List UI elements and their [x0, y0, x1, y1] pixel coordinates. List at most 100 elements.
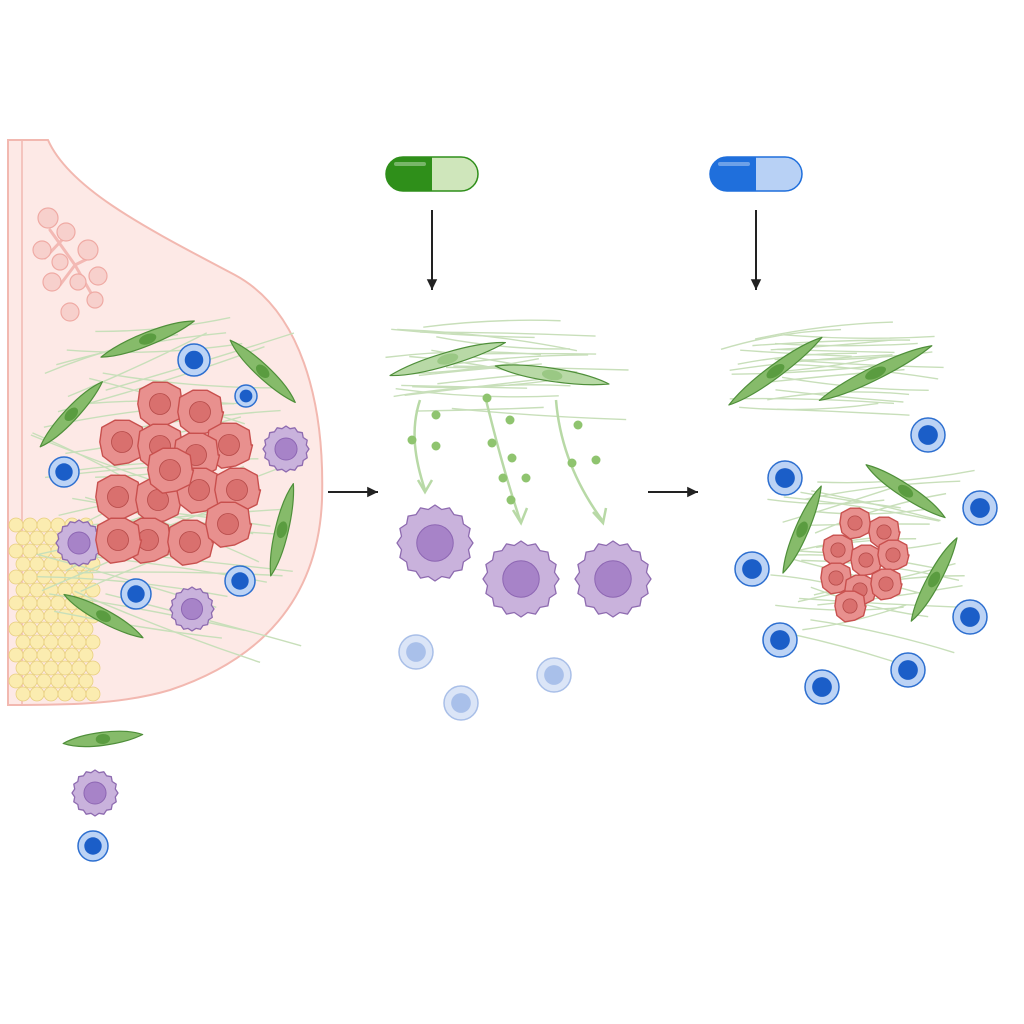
collagen-fiber: [54, 610, 222, 639]
tumor-cell-nucleus: [179, 531, 201, 553]
arrow-head: [750, 279, 762, 290]
tumor-cell-nucleus: [226, 479, 248, 501]
myeloid-nucleus: [594, 560, 632, 598]
adipocyte: [50, 673, 66, 689]
adipocyte: [57, 660, 73, 676]
adipocyte: [15, 660, 31, 676]
t-cell-nucleus: [770, 630, 790, 650]
adipocyte: [22, 673, 38, 689]
lobule-acinus: [86, 291, 104, 309]
collagen-fiber: [436, 336, 570, 350]
signal-path: [484, 399, 522, 521]
collagen-fiber: [775, 389, 904, 403]
fibroblast-nucleus: [64, 407, 79, 422]
tumor-cell-nucleus: [828, 570, 844, 586]
panel-tumor-microenvironment: [7, 139, 324, 707]
tumor-cell-nucleus: [876, 524, 892, 540]
tumor-cell: [177, 389, 225, 436]
fibroblast: [910, 537, 958, 622]
fibroblast: [818, 345, 933, 402]
fibroblast-nucleus: [95, 733, 111, 745]
cytokine-dot: [591, 455, 601, 465]
t-cell-nucleus: [406, 642, 426, 662]
adipocyte: [85, 582, 101, 598]
collagen-fiber: [415, 406, 544, 412]
tumor-cell-nucleus: [847, 515, 863, 531]
t-cell-nucleus: [239, 389, 253, 403]
process-arrows: [328, 210, 762, 498]
myeloid-cell: [396, 504, 474, 582]
adipocyte: [36, 595, 52, 611]
t-cell: [443, 685, 479, 721]
fibroblast: [865, 464, 946, 519]
adipocyte: [57, 686, 73, 702]
cytokine-dot: [573, 420, 583, 430]
mammary-gland-lobule-icon: [32, 207, 108, 322]
t-cell: [952, 599, 988, 635]
collagen-fiber: [102, 372, 285, 389]
t-cell-nucleus: [231, 572, 249, 590]
lobule-acinus: [69, 273, 87, 291]
collagen-fiber: [799, 597, 958, 608]
panel-first-treatment: [385, 156, 652, 721]
fibroblast-nucleus: [928, 571, 941, 588]
tumor-cell-nucleus: [842, 598, 858, 614]
adipocyte: [78, 621, 94, 637]
adipocyte: [36, 517, 52, 533]
lobule-acinus: [51, 253, 69, 271]
cytokine-dot: [431, 441, 441, 451]
fibroblast: [62, 730, 144, 748]
collagen-fiber: [783, 334, 935, 339]
adipocyte: [78, 673, 94, 689]
t-cell: [77, 830, 109, 862]
adipocyte: [29, 608, 45, 624]
lobule-acinus: [56, 222, 76, 242]
tumor-cell-nucleus: [878, 576, 894, 592]
arrow-head: [426, 279, 438, 290]
collagen-fiber: [810, 619, 955, 654]
adipocyte: [22, 595, 38, 611]
capsule-highlight: [718, 162, 750, 166]
adipocyte: [85, 686, 101, 702]
collagen-fiber: [781, 363, 939, 380]
signal-path: [554, 399, 604, 521]
collagen-fiber: [805, 480, 961, 500]
lobule-acinus: [42, 272, 62, 292]
fibroblast-nucleus: [796, 521, 808, 538]
collagen-fiber: [774, 342, 918, 347]
adipocyte: [71, 660, 87, 676]
fibroblast-nucleus: [898, 484, 914, 498]
fibroblast: [39, 381, 104, 448]
myeloid-cell: [482, 540, 560, 618]
myeloid-nucleus: [274, 437, 298, 461]
myeloid-nucleus: [180, 597, 204, 621]
cytokine-dot: [507, 453, 517, 463]
myeloid-nucleus: [502, 560, 540, 598]
lobule-acinus: [60, 302, 80, 322]
collagen-fiber: [814, 492, 947, 534]
t-cell: [890, 652, 926, 688]
adipose-tissue: [8, 517, 101, 702]
collagen-fiber: [752, 339, 911, 347]
collagen-fiber: [67, 332, 208, 398]
arrow-head: [687, 486, 698, 498]
adipocyte: [43, 660, 59, 676]
t-cell: [234, 384, 258, 408]
collagen-fiber: [777, 348, 895, 354]
fibroblast: [229, 339, 296, 404]
adipocyte: [50, 647, 66, 663]
adipocyte: [64, 647, 80, 663]
adipocyte: [71, 634, 87, 650]
t-cell: [767, 460, 803, 496]
adipocyte: [15, 530, 31, 546]
tumor-cell-nucleus: [107, 486, 129, 508]
tumor-cell-nucleus: [217, 513, 239, 535]
collagen-fiber: [777, 408, 910, 416]
signal-path: [413, 399, 427, 491]
cytokine-dot: [567, 458, 577, 468]
adipocyte: [57, 608, 73, 624]
lobule-acinus: [37, 207, 59, 229]
myeloid-cell: [55, 519, 103, 567]
t-cell-nucleus: [960, 607, 980, 627]
